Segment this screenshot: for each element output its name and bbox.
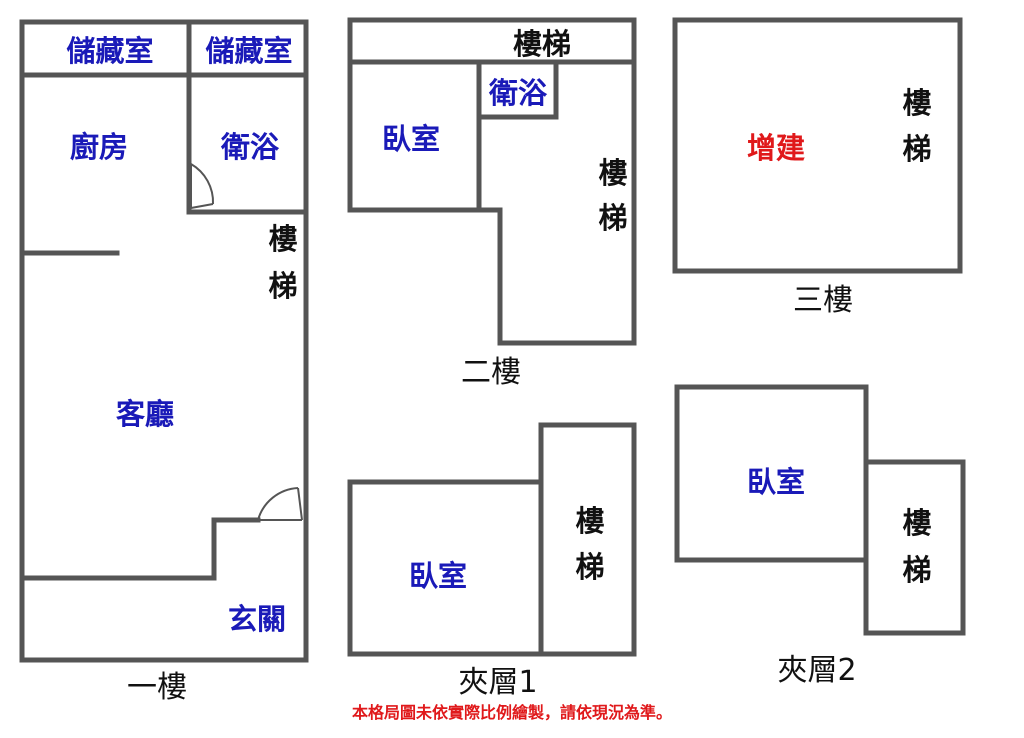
- room-label-kitchen: 廚房: [70, 130, 128, 164]
- stairs-label: 樓: [598, 156, 627, 190]
- stairs-label: 梯: [575, 550, 604, 584]
- floor-1-outline: [19, 19, 309, 663]
- floor-label: 二樓: [461, 355, 521, 390]
- room-label-bathroom: 衛浴: [488, 76, 548, 110]
- room-label-bedroom: 臥室: [747, 465, 805, 499]
- floor-2-wall: [476, 59, 559, 120]
- stairs-label: 梯: [902, 132, 931, 166]
- mezzanine-1-plan: 臥室 樓 梯 夾層1: [347, 422, 637, 700]
- stairs-label: 樓: [902, 86, 931, 120]
- room-label-bathroom: 衛浴: [220, 130, 280, 164]
- disclaimer-note: 本格局圖未依實際比例繪製，請依現況為準。: [352, 703, 672, 722]
- mezzanine-2-outline: [674, 384, 966, 636]
- room-label-bedroom: 臥室: [382, 122, 440, 156]
- floor-label: 三樓: [793, 283, 853, 318]
- stairs-label: 樓: [575, 504, 604, 538]
- floor-label: 一樓: [127, 670, 187, 705]
- stairs-label: 梯: [902, 553, 931, 587]
- bathroom-door-icon: [190, 163, 215, 209]
- floor-3-plan: 增建 樓 梯 三樓: [672, 17, 963, 318]
- floor-3-outline: [672, 17, 963, 274]
- room-label-storage: 儲藏室: [205, 34, 292, 68]
- floor-1-wall: [19, 517, 261, 581]
- room-label-bedroom: 臥室: [409, 559, 467, 593]
- entrance-door-icon: [257, 487, 303, 521]
- stairs-label: 樓: [902, 506, 931, 540]
- stairs-label: 梯: [598, 201, 627, 235]
- room-label-storage: 儲藏室: [66, 34, 153, 68]
- room-label-living-room: 客廳: [116, 397, 174, 431]
- mezzanine-2-plan: 臥室 樓 梯 夾層2: [674, 384, 966, 688]
- room-label-addition: 增建: [747, 131, 805, 165]
- floor-2-outline: [347, 17, 637, 346]
- floor-2-plan: 樓梯 臥室 衛浴 樓 梯 二樓: [347, 17, 637, 390]
- floor-label: 夾層2: [777, 653, 856, 688]
- stairs-label: 樓梯: [513, 27, 571, 61]
- floor-1-plan: 儲藏室 儲藏室 廚房 衛浴 樓 梯 客廳 玄關 一樓: [19, 19, 309, 705]
- mezzanine-1-outline: [347, 422, 637, 657]
- room-label-entrance: 玄關: [228, 602, 286, 636]
- stairs-label: 樓: [268, 222, 297, 256]
- floor-label: 夾層1: [458, 665, 537, 700]
- stairs-label: 梯: [268, 269, 297, 303]
